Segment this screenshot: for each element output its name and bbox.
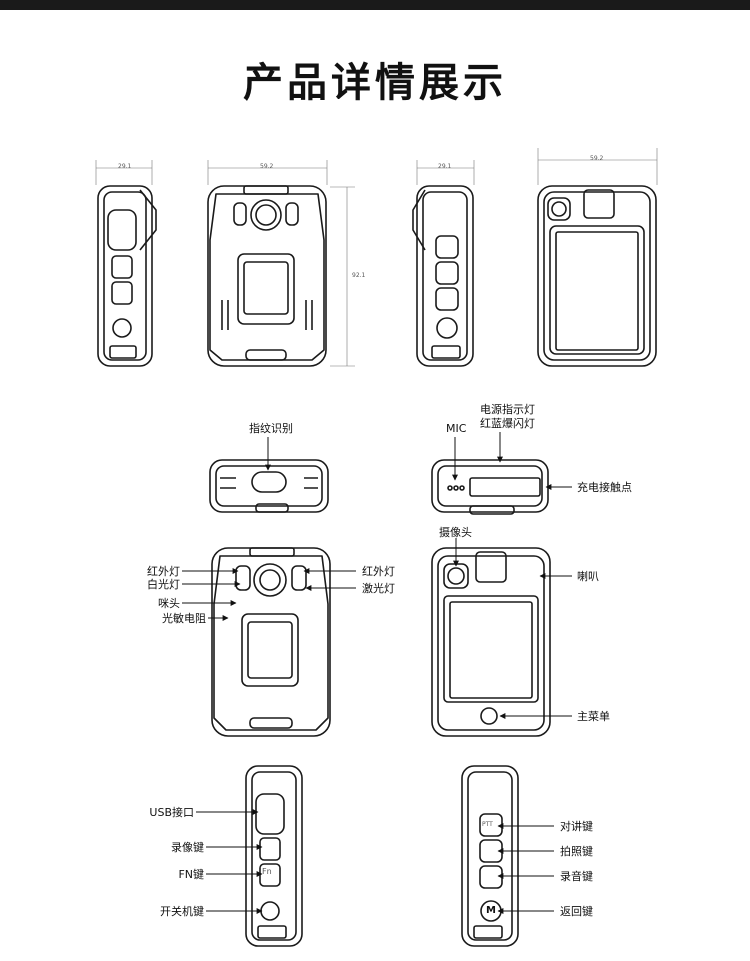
page-title: 产品详情展示 bbox=[243, 60, 507, 106]
dim-side-width-left: 29.1 bbox=[118, 163, 132, 170]
label-fn: FN键 bbox=[178, 868, 204, 881]
label-usb: USB接口 bbox=[149, 806, 194, 819]
label-photoresistor: 光敏电阻 bbox=[162, 612, 206, 625]
label-ir-right: 红外灯 bbox=[362, 565, 395, 578]
side-view-right-labelled bbox=[461, 765, 519, 947]
label-record-video: 录像键 bbox=[171, 841, 204, 854]
top-bar bbox=[0, 0, 750, 10]
front-view-technical bbox=[207, 185, 327, 367]
back-view-labelled bbox=[431, 547, 551, 737]
dim-back-width: 59.2 bbox=[590, 155, 604, 162]
side-view-left-labelled bbox=[245, 765, 303, 947]
label-flash-led: 红蓝爆闪灯 bbox=[480, 417, 535, 430]
side-view-right-technical bbox=[412, 185, 474, 367]
ptt-icon: PTT bbox=[482, 821, 493, 828]
label-return: 返回键 bbox=[560, 905, 593, 918]
label-microphone: 咪头 bbox=[158, 597, 180, 610]
dim-side-width-right: 29.1 bbox=[438, 163, 452, 170]
dim-front-height: 92.1 bbox=[352, 272, 366, 279]
back-view-technical bbox=[537, 185, 657, 367]
label-fingerprint: 指纹识别 bbox=[249, 422, 293, 435]
label-power-button: 开关机键 bbox=[160, 905, 204, 918]
front-view-labelled bbox=[211, 547, 331, 737]
label-power-led: 电源指示灯 bbox=[480, 403, 535, 416]
label-speaker: 喇叭 bbox=[577, 570, 599, 583]
dimension-lines bbox=[95, 148, 658, 367]
fn-icon: Fn bbox=[262, 867, 272, 876]
label-audio: 录音键 bbox=[560, 870, 593, 883]
dim-front-width: 59.2 bbox=[260, 163, 274, 170]
label-white-light: 白光灯 bbox=[147, 578, 180, 591]
menu-m-icon: M bbox=[486, 905, 496, 916]
label-ir-left: 红外灯 bbox=[147, 565, 180, 578]
label-photo: 拍照键 bbox=[560, 845, 593, 858]
bottom-edge-view bbox=[431, 459, 549, 515]
top-edge-view bbox=[209, 459, 329, 513]
label-talk: 对讲键 bbox=[560, 820, 593, 833]
side-view-left-technical bbox=[97, 185, 157, 367]
label-camera: 摄像头 bbox=[439, 526, 472, 539]
label-main-menu: 主菜单 bbox=[577, 710, 610, 723]
label-mic: MIC bbox=[446, 422, 467, 435]
label-charge-contacts: 充电接触点 bbox=[577, 481, 632, 494]
label-laser: 激光灯 bbox=[362, 582, 395, 595]
